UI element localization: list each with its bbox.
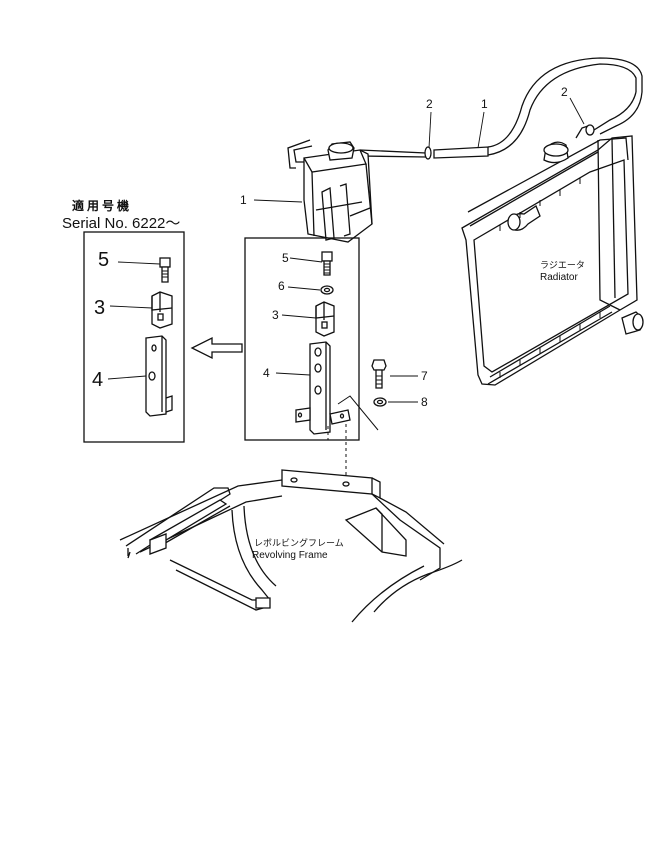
mount-bolt (371, 359, 387, 389)
inset-box (83, 231, 185, 443)
callout-hose: 1 (481, 97, 488, 111)
inset-stay (145, 335, 173, 417)
inset-bolt (159, 257, 171, 283)
arrow-to-inset (190, 336, 243, 360)
serial-number-label: Serial No. 6222～ (62, 215, 180, 232)
frame-label: Revolving Frame (252, 550, 328, 561)
inset-callout-stay: 4 (92, 369, 103, 391)
reserve-tank (287, 139, 373, 243)
radiator-label-jp: ラジエータ (540, 260, 585, 271)
radiator: ラジエータ Radiator (461, 125, 644, 386)
callout-tank: 1 (240, 193, 247, 207)
callout-clamp-right: 2 (561, 85, 568, 99)
mount-washer (373, 397, 387, 407)
bracket (315, 301, 335, 337)
hose-clamp-right (585, 124, 595, 136)
washer (320, 285, 334, 295)
frame-label-jp: レボルビングフレーム (254, 537, 344, 549)
radiator-label: Radiator (540, 272, 578, 283)
callout-stay: 4 (263, 366, 270, 380)
callout-bolt: 5 (282, 251, 289, 265)
detail-box (244, 237, 360, 441)
inset-callout-bolt: 5 (98, 249, 109, 271)
callout-mount-bolt: 7 (421, 369, 428, 383)
callout-clamp-left: 2 (426, 97, 433, 111)
overflow-hose (359, 57, 643, 159)
inset-callout-bracket: 3 (94, 297, 105, 319)
stay (295, 341, 351, 435)
callout-mount-washer: 8 (421, 395, 428, 409)
callout-bracket: 3 (272, 308, 279, 322)
bolt (321, 251, 333, 276)
revolving-frame: レボルビングフレーム Revolving Frame (119, 469, 463, 623)
inset-bracket (151, 291, 173, 329)
hose-clamp-left (424, 146, 432, 160)
applicable-machines-label: 適用号機 (72, 198, 132, 213)
callout-washer: 6 (278, 279, 285, 293)
